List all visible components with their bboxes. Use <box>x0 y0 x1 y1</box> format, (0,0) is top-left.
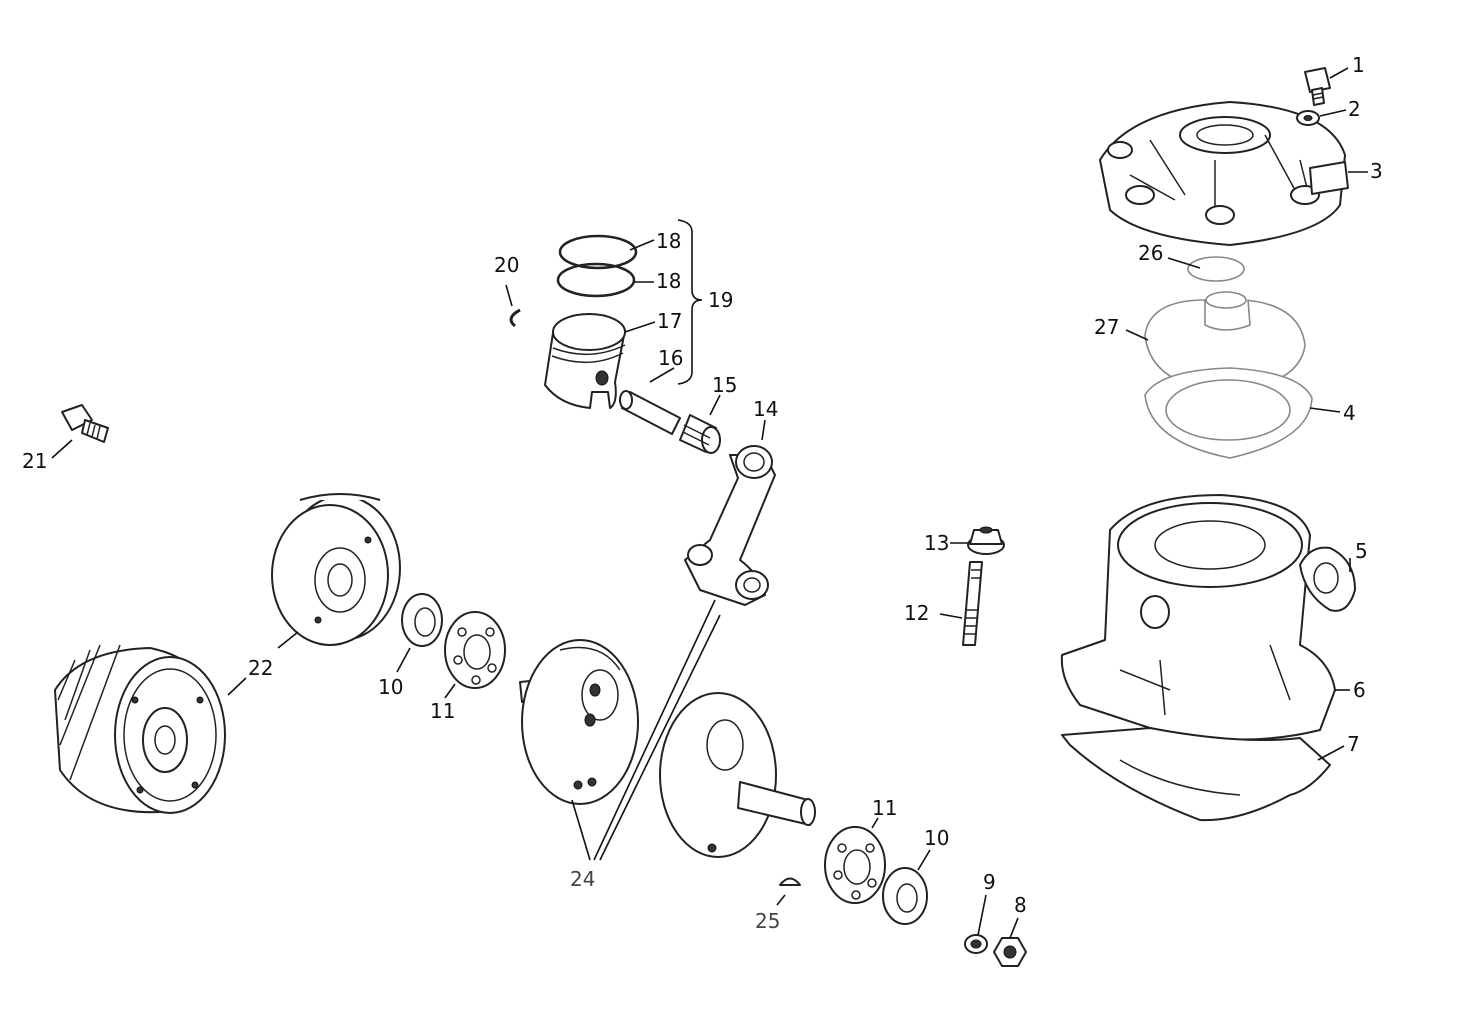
label-9: 9 <box>983 870 996 894</box>
label-11-left: 11 <box>430 699 455 723</box>
base-gasket-part <box>1061 727 1331 822</box>
piston-ring-lower-part <box>556 262 636 298</box>
label-21: 21 <box>22 449 47 473</box>
head-gasket-part <box>1144 367 1313 459</box>
crankshaft-right-half-part <box>659 692 816 858</box>
bearing-left-part <box>444 611 506 689</box>
washer-small-part <box>964 934 988 954</box>
bearing-right-part <box>824 826 886 904</box>
flange-bolt-part <box>61 404 109 443</box>
connecting-rod-part <box>684 445 776 606</box>
label-20: 20 <box>494 253 519 277</box>
piston-part <box>544 313 626 409</box>
label-15: 15 <box>712 373 737 397</box>
label-12: 12 <box>904 601 929 625</box>
label-4: 4 <box>1343 401 1356 425</box>
label-10-right: 10 <box>924 826 949 850</box>
label-11-right: 11 <box>872 796 897 820</box>
label-26: 26 <box>1138 241 1163 265</box>
o-ring-part <box>1187 256 1245 282</box>
clutch-basket-part <box>54 644 226 814</box>
label-22: 22 <box>248 656 273 680</box>
rotor-cover-part <box>271 493 401 646</box>
label-2: 2 <box>1348 97 1361 121</box>
label-3: 3 <box>1370 159 1383 183</box>
exhaust-gasket-part <box>1299 546 1356 612</box>
shim-right-part <box>882 867 928 925</box>
part-labels: 1 2 3 4 5 6 7 8 9 10 11 12 13 14 15 16 1… <box>22 53 1383 933</box>
label-13: 13 <box>924 531 949 555</box>
label-16: 16 <box>658 346 683 370</box>
label-14: 14 <box>753 397 778 421</box>
label-10-left: 10 <box>378 675 403 699</box>
combustion-insert-part <box>1144 291 1306 393</box>
label-18-upper: 18 <box>656 229 681 253</box>
label-1: 1 <box>1352 53 1365 77</box>
label-27: 27 <box>1094 315 1119 339</box>
circlip-part <box>509 308 521 328</box>
bolt-part <box>1304 67 1331 106</box>
woodruff-key-part <box>779 877 801 886</box>
cylinder-head-part <box>1099 101 1349 246</box>
piston-pin-part <box>619 390 681 435</box>
hex-nut-part <box>993 937 1027 967</box>
label-7: 7 <box>1347 732 1360 756</box>
shim-left-part <box>401 593 443 647</box>
label-18-lower: 18 <box>656 269 681 293</box>
label-19: 19 <box>708 288 733 312</box>
stud-part <box>962 561 983 646</box>
cylinder-part <box>1060 494 1336 741</box>
crankshaft-left-half-part <box>519 639 639 805</box>
label-24: 24 <box>570 867 595 891</box>
leader-lines <box>51 67 1368 939</box>
label-5: 5 <box>1355 539 1368 563</box>
needle-bearing-part <box>679 414 721 454</box>
label-25: 25 <box>755 909 780 933</box>
flange-nut-part <box>967 526 1005 555</box>
piston-ring-upper-part <box>558 234 638 270</box>
label-8: 8 <box>1014 893 1027 917</box>
label-6: 6 <box>1353 678 1366 702</box>
washer-part <box>1296 110 1320 126</box>
label-17: 17 <box>657 309 682 333</box>
